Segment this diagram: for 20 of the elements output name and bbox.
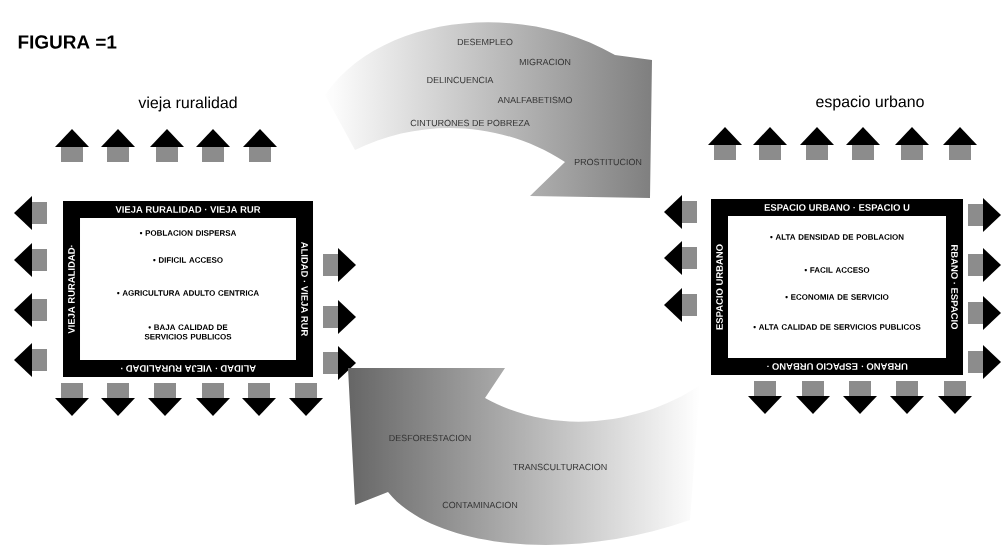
arrow-label: PROSTITUCION xyxy=(574,158,642,166)
border-text: VIEJA RURALIDAD · VIEJA RUR xyxy=(115,206,261,213)
arrow-label: MIGRACION xyxy=(519,58,571,66)
border-text: RBANO · ESPACIO xyxy=(951,245,958,330)
arrow-label: DESFORESTACION xyxy=(389,434,471,442)
box-heading: espacio urbano xyxy=(816,95,924,111)
border-text: ESPACIO URBANO xyxy=(716,244,723,330)
arrow-label: CONTAMINACION xyxy=(442,501,518,509)
border-text: ALIDAD · VIEJA RUR xyxy=(301,241,308,337)
border-text: ALIDAD · VIEJA RURALIDAD · xyxy=(121,365,256,372)
arrow-label: DELINCUENCIA xyxy=(427,76,494,84)
box-heading: vieja ruralidad xyxy=(138,96,237,112)
arrow-label: TRANSCULTURACION xyxy=(512,463,607,471)
figure-title: FIGURA =1 xyxy=(18,35,117,49)
arrow-label: CINTURONES DE POBREZA xyxy=(410,119,530,127)
border-text: URBANO · ESPACIO URBANO · xyxy=(767,363,908,370)
border-text: VIEJA RURALIDAD· xyxy=(68,245,75,334)
arrow-label: ANALFABETISMO xyxy=(497,96,572,104)
arrow-label: DESEMPLEO xyxy=(457,38,513,46)
border-text: ESPACIO URBANO · ESPACIO U xyxy=(764,204,910,211)
